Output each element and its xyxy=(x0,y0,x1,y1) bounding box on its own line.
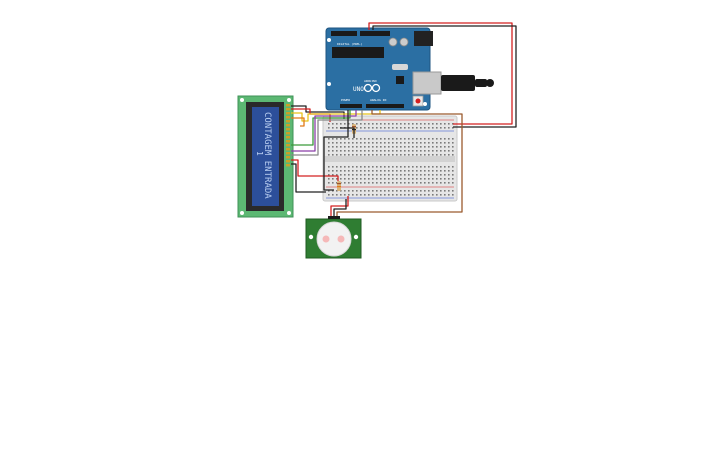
lcd-line-2: 1 xyxy=(255,151,264,156)
breadboard-center-channel xyxy=(325,156,455,162)
wire-lcd-red-2[interactable] xyxy=(291,159,339,181)
lcd-mount-hole xyxy=(240,98,244,102)
arduino-analog-label: ANALOG IN xyxy=(370,98,386,102)
breadboard-holes xyxy=(328,123,454,196)
arduino-mount-hole xyxy=(327,38,331,42)
resistor-2[interactable] xyxy=(337,181,341,191)
arduino-power-header xyxy=(340,104,362,108)
arduino-atmega-chip xyxy=(332,47,384,58)
reset-button-cap-icon xyxy=(415,98,421,104)
wire-red-5v[interactable] xyxy=(368,22,513,125)
pir-sensor-element-icon xyxy=(337,235,345,243)
breadboard[interactable] xyxy=(322,115,458,202)
pir-mount-hole xyxy=(353,234,359,240)
wire-pir-black[interactable] xyxy=(333,199,347,216)
arduino-capacitor-1 xyxy=(388,37,398,47)
wire-pir-brown[interactable] xyxy=(336,110,463,216)
wires xyxy=(291,22,517,216)
pir-mount-hole xyxy=(308,234,314,240)
lcd-screen xyxy=(252,107,279,206)
arduino-mount-hole xyxy=(327,82,331,86)
arduino-uno-board[interactable]: UNO ARDUINO DIGITAL (PWM~) POWER ANALOG … xyxy=(325,27,442,111)
lcd-mount-hole xyxy=(287,211,291,215)
usb-cable[interactable] xyxy=(441,75,494,91)
arduino-brand-label: ARDUINO xyxy=(364,79,377,83)
pir-sensor-element-icon xyxy=(322,235,330,243)
arduino-dc-jack xyxy=(414,31,433,46)
arduino-top-header-left xyxy=(331,31,357,36)
pir-pin-header xyxy=(328,216,340,219)
lcd-16x2-display[interactable]: CONTAGEM ENTRADA 1 xyxy=(237,95,294,218)
arduino-top-header-right xyxy=(360,31,390,36)
wire-pir-red[interactable] xyxy=(330,196,349,216)
arduino-crystal xyxy=(392,64,408,70)
wire-lcd-purple[interactable] xyxy=(291,110,357,152)
lcd-pin-header xyxy=(286,104,290,167)
arduino-mount-hole xyxy=(423,102,427,106)
wire-lcd-black-2[interactable] xyxy=(291,163,326,193)
wire-lcd-gray[interactable] xyxy=(291,110,363,156)
arduino-infinity-logo-icon xyxy=(363,83,381,93)
arduino-digital-label: DIGITAL (PWM~) xyxy=(337,42,362,46)
wire-black-bb[interactable] xyxy=(340,127,355,138)
lcd-mount-hole xyxy=(240,211,244,215)
wire-lcd-green[interactable] xyxy=(291,110,351,146)
pir-fresnel-dome xyxy=(316,221,352,257)
lcd-line-1: CONTAGEM ENTRADA xyxy=(262,112,272,199)
arduino-analog-header xyxy=(366,104,404,108)
pir-motion-sensor[interactable] xyxy=(305,216,362,259)
arduino-uno-label: UNO xyxy=(353,86,364,93)
wire-black-gnd[interactable] xyxy=(372,25,517,128)
wire-lcd-orange[interactable] xyxy=(291,117,305,127)
lcd-mount-hole xyxy=(287,98,291,102)
arduino-usb-port xyxy=(412,71,442,95)
arduino-capacitor-2 xyxy=(399,37,409,47)
arduino-power-label: POWER xyxy=(341,98,350,102)
arduino-usb-chip xyxy=(396,76,404,84)
